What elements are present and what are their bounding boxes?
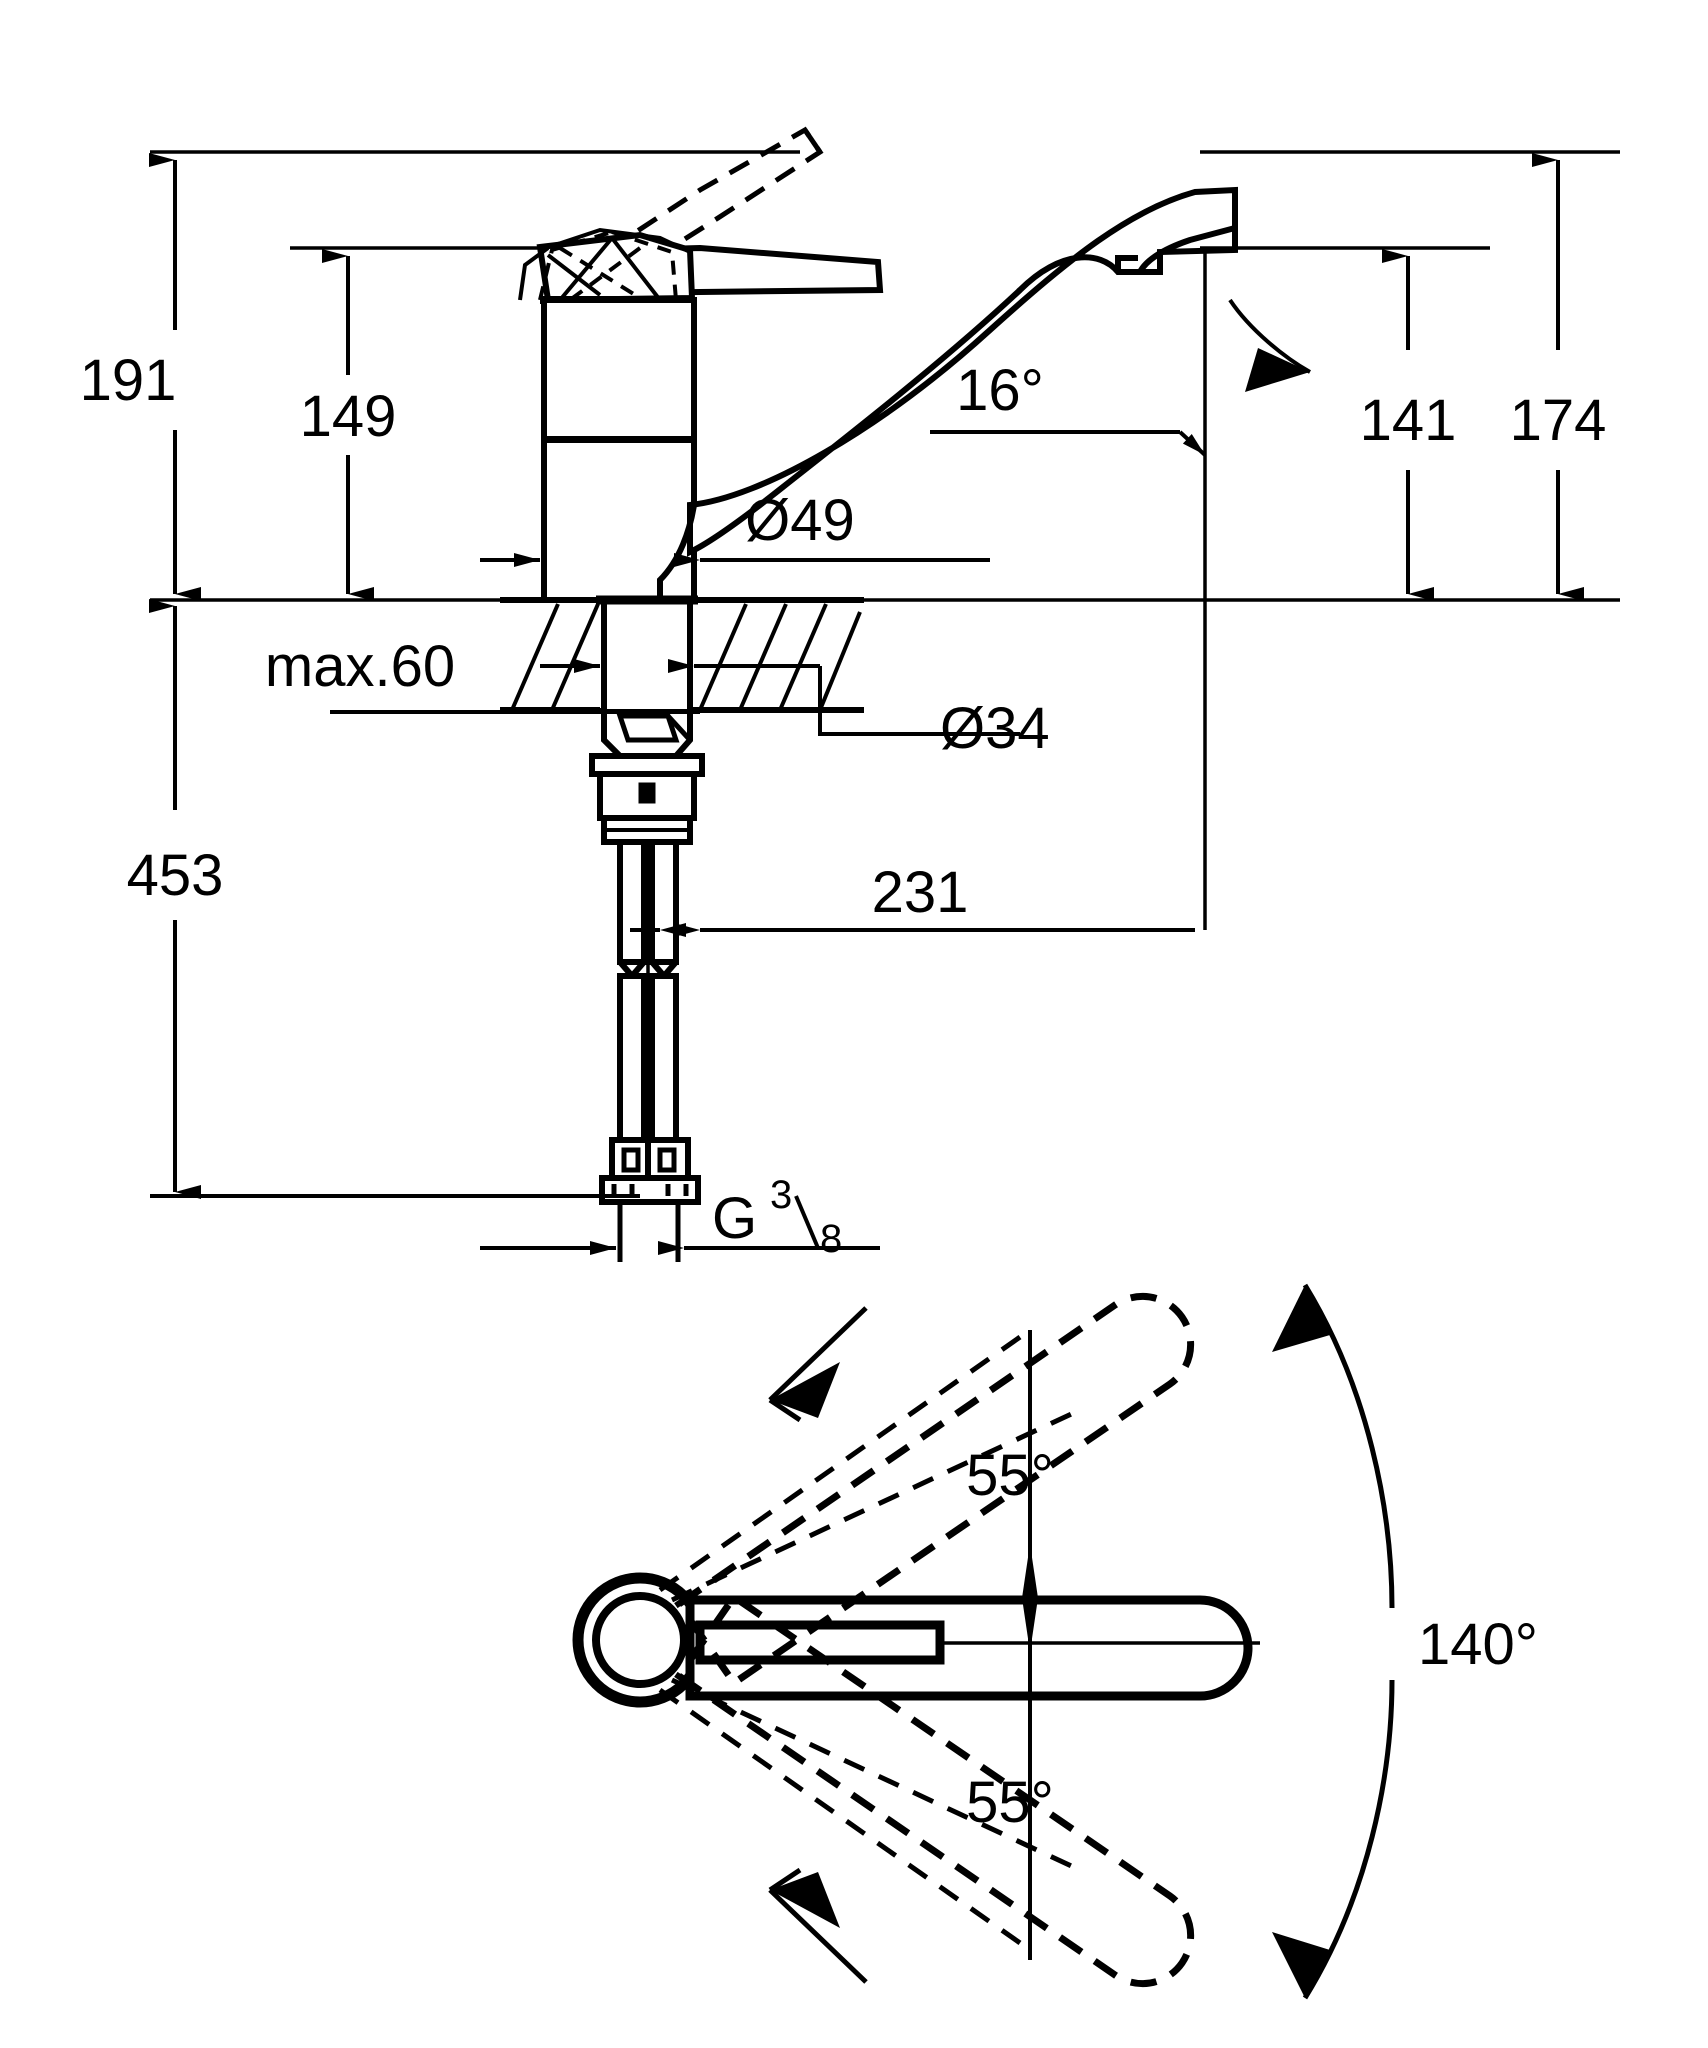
dimension-55deg-lower: 55° [768, 1640, 1054, 1984]
dimension-label-141: 141 [1360, 388, 1457, 453]
dimension-label-55deg-upper: 55° [966, 1443, 1054, 1508]
dimension-label-191: 191 [80, 348, 177, 413]
plan-view: 55° 55° 140° [572, 1283, 1538, 2000]
fraction-slash [794, 1195, 820, 1249]
dimension-label-174: 174 [1510, 388, 1607, 453]
elevation-dimensions: 191 149 453 141 174 [80, 153, 1607, 1261]
dimension-label-453: 453 [127, 843, 224, 908]
cartridge-cap-dashed-detail [538, 230, 678, 302]
spout-base-blend [657, 504, 697, 600]
dimension-16deg: 16° [930, 298, 1311, 457]
dimension-label-thread-denominator: 8 [820, 1217, 842, 1261]
dimension-label-55deg-lower: 55° [966, 1770, 1054, 1835]
mixer-body-upper [541, 297, 697, 443]
dimension-label-231: 231 [872, 860, 969, 925]
dimension-140deg: 140° [1272, 1283, 1538, 2000]
dimension-55deg-upper: 55° [768, 1306, 1054, 1652]
spout-outlet-notch [1115, 255, 1138, 272]
mounting-shank [601, 597, 693, 715]
dimension-label-max60: max.60 [265, 634, 455, 699]
dimension-label-thread-g: G [712, 1186, 757, 1251]
mixer-body-lower [541, 437, 697, 603]
dimension-label-d34: Ø34 [940, 696, 1050, 761]
dimension-d34: Ø34 [330, 666, 1050, 761]
dimension-label-149: 149 [300, 384, 397, 449]
dimension-174: 174 [1510, 153, 1607, 601]
dimension-231: 231 [630, 248, 1207, 937]
dimension-191: 191 [80, 153, 201, 601]
pivot-ring-inner [592, 1592, 688, 1688]
dimension-453: 453 [127, 599, 640, 1199]
spout-plan-ghost-up [674, 1292, 1195, 1688]
dimension-label-140deg: 140° [1418, 1612, 1538, 1677]
cartridge-cap-detail [518, 227, 691, 302]
dimension-d49: Ø49 [480, 488, 990, 567]
dimension-label-d49: Ø49 [745, 488, 855, 553]
fixing-assembly [589, 712, 705, 845]
spout-plan-ghost-down [674, 1592, 1195, 1988]
dimension-max60: max.60 [265, 634, 820, 699]
dimension-149: 149 [300, 249, 397, 601]
dimension-label-16deg: 16° [956, 358, 1044, 423]
dimension-label-thread-numerator: 3 [770, 1173, 792, 1217]
dimension-141: 141 [1360, 249, 1457, 601]
dimension-thread: G 3 8 [480, 1173, 880, 1261]
spout-outlet-detail [1140, 228, 1238, 275]
